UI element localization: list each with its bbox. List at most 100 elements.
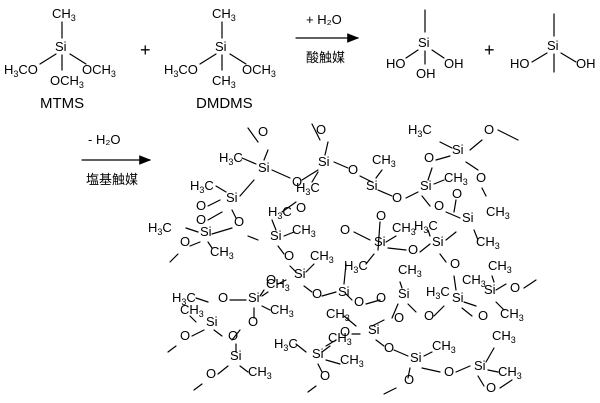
- product2-silicon: Si: [547, 38, 559, 53]
- mtms-bottom-methoxy: OCH3: [50, 73, 84, 90]
- silicon-atom: Si: [270, 228, 282, 243]
- methylsilanetriol-structure: Si HO OH OH: [386, 9, 464, 81]
- oxygen-atom: O: [424, 308, 434, 323]
- methyl-group: CH3: [498, 364, 522, 381]
- bond-line: [523, 279, 537, 289]
- methyl-group: CH3: [210, 244, 234, 261]
- methyl-group: H3C: [148, 220, 172, 237]
- bond-line: [399, 281, 403, 289]
- methyl-group: H3C: [408, 122, 432, 139]
- silicon-atom: Si: [452, 142, 464, 157]
- bond-line: [301, 169, 319, 181]
- bond-line: [405, 191, 419, 199]
- bond-line: [453, 275, 457, 291]
- dimethylsilanediol-structure: Si HO OH: [510, 13, 596, 73]
- bond-line: [377, 189, 393, 197]
- methyl-group: CH3: [444, 170, 468, 187]
- bond-line: [189, 315, 197, 323]
- oxygen-atom: O: [218, 290, 228, 305]
- methyl-group: H3C: [414, 218, 438, 235]
- silicon-atom: Si: [420, 178, 432, 193]
- bond-line: [383, 387, 397, 395]
- mtms-silicon: Si: [55, 39, 67, 54]
- bond-line: [259, 289, 265, 297]
- silicon-atom: Si: [338, 284, 350, 299]
- bond-line: [377, 221, 381, 251]
- dmdms-silicon: Si: [215, 39, 227, 54]
- silicon-atom: Si: [248, 290, 260, 305]
- bond-line: [215, 185, 227, 193]
- bond-line: [207, 211, 223, 221]
- bond-line: [207, 241, 213, 249]
- bond-line: [217, 365, 229, 375]
- oxygen-atom: O: [340, 324, 350, 339]
- oxygen-atom: O: [196, 212, 206, 227]
- oxygen-atom: O: [394, 310, 404, 325]
- methyl-group: H3C: [296, 180, 320, 197]
- silicon-atom: Si: [312, 346, 324, 361]
- methyl-group: CH3: [326, 306, 350, 323]
- oxygen-atom: O: [284, 248, 294, 263]
- silicon-atom: Si: [206, 314, 218, 329]
- bond-line: [353, 231, 371, 241]
- bond-line: [277, 279, 287, 285]
- mtms-structure: CH3 Si H3CO OCH3 OCH3: [4, 6, 116, 90]
- bond-line: [277, 245, 285, 255]
- silicon-atom: Si: [226, 190, 238, 205]
- silicon-atom: Si: [484, 282, 496, 297]
- dmdms-right-methoxy: OCH3: [242, 62, 276, 79]
- bond-line: [453, 199, 457, 213]
- methyl-group: CH3: [372, 152, 396, 169]
- bond-line: [247, 235, 259, 241]
- dmdms-label: DMDMS: [196, 95, 253, 112]
- dmdms-structure: CH3 Si H3CO OCH3 CH3: [164, 6, 276, 90]
- methyl-group: CH3: [488, 258, 512, 275]
- oxygen-atom: O: [228, 328, 238, 343]
- bond-line: [167, 345, 177, 353]
- bond-line: [481, 187, 487, 197]
- silicon-atom: Si: [368, 322, 380, 337]
- bond-line: [169, 253, 179, 263]
- bond-line: [495, 283, 507, 291]
- methyl-group: CH3: [398, 262, 422, 279]
- silicon-atom: Si: [200, 224, 212, 239]
- bond-line: [207, 199, 221, 207]
- bond-line: [283, 231, 295, 237]
- oxygen-atom: O: [316, 122, 326, 137]
- bond-line: [497, 129, 519, 141]
- bond-line: [393, 349, 409, 357]
- methyl-group: CH3: [180, 302, 204, 319]
- bond-line: [465, 161, 479, 171]
- oxygen-atom: O: [478, 308, 488, 323]
- bond-line: [463, 301, 477, 307]
- oxygen-atom: O: [450, 256, 460, 271]
- bond-line: [371, 319, 385, 327]
- bond-line: [499, 379, 513, 389]
- bond-line: [375, 169, 383, 179]
- methyl-group: CH3: [392, 220, 416, 237]
- methyl-group: CH3: [492, 328, 516, 345]
- plus-sign-1: +: [140, 40, 151, 60]
- silicon-atom: Si: [230, 348, 242, 363]
- mtms-left-methoxy: H3CO: [4, 62, 38, 79]
- bond-line: [477, 375, 485, 387]
- bond-line: [295, 343, 307, 353]
- acid-catalyst-label: 酸触媒: [306, 50, 345, 65]
- bond-line: [445, 211, 461, 219]
- bond-line: [359, 175, 373, 183]
- bond-line: [427, 229, 431, 237]
- bond-line: [247, 127, 259, 143]
- bond-line: [439, 141, 453, 149]
- oxygen-atom: O: [408, 242, 418, 257]
- bond-line: [421, 195, 431, 207]
- oxygen-atom: O: [486, 380, 496, 395]
- oxygen-atom: O: [206, 366, 216, 381]
- water-removed-label: - H₂O: [88, 132, 121, 147]
- methyl-group: CH3: [486, 204, 510, 221]
- silicon-atom: Si: [398, 286, 410, 301]
- oxygen-atom: O: [296, 200, 306, 215]
- bond-line: [325, 359, 341, 365]
- oxygen-atom: O: [266, 272, 276, 287]
- methyl-group: H3C: [219, 150, 243, 167]
- methyl-group: H3C: [426, 284, 450, 301]
